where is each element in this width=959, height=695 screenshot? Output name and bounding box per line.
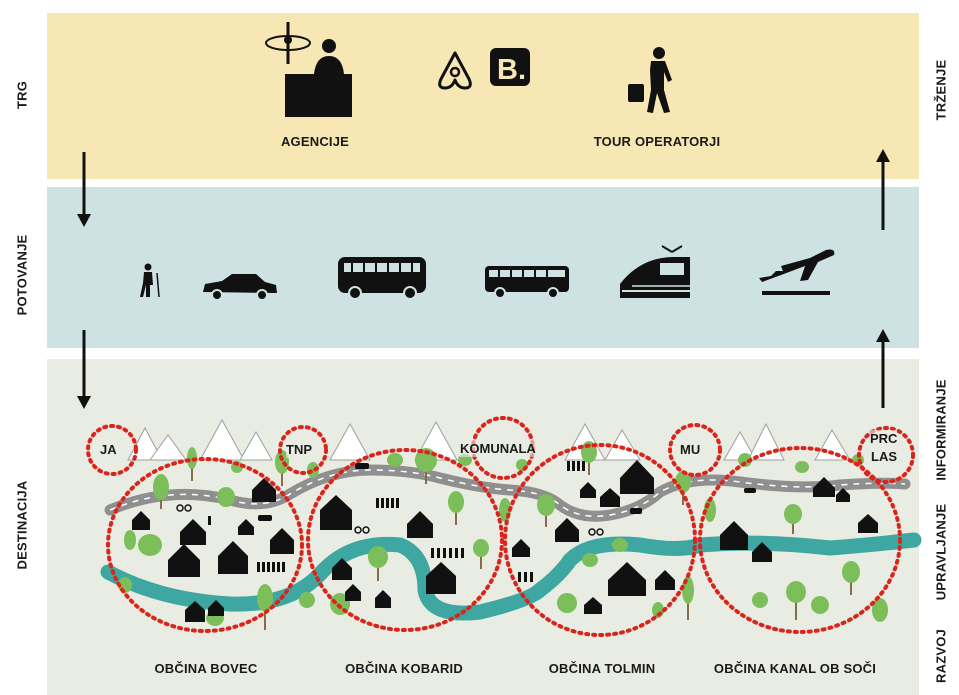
- circle-kobarid: [306, 448, 504, 632]
- people-groups: [208, 461, 585, 582]
- circle-mu: [668, 423, 722, 477]
- circle-label-komunala: KOMUNALA: [460, 440, 536, 457]
- arrow-down-1: [77, 152, 91, 227]
- circle-label-prc: PRC: [870, 430, 898, 447]
- bus-icon: [485, 266, 569, 299]
- train-icon: [620, 245, 690, 298]
- tour-operatorji-label: TOUR OPERATORJI: [593, 134, 721, 149]
- traveller-icon: [628, 47, 672, 113]
- bikes-and-cars: [176, 504, 604, 536]
- circle-ja: [86, 424, 138, 476]
- houses: [132, 460, 878, 622]
- arrow-down-2: [77, 330, 91, 409]
- svg-text:B.: B.: [497, 54, 526, 86]
- plane-icon: [759, 249, 835, 295]
- municipality-tolmin: OBČINA TOLMIN: [548, 661, 656, 676]
- municipality-bovec: OBČINA BOVEC: [154, 661, 258, 676]
- circle-label-las: LAS: [871, 448, 897, 465]
- circle-label-tnp: TNP: [286, 441, 312, 458]
- arrow-up-1: [876, 149, 890, 230]
- booking-icon: B.: [490, 48, 530, 86]
- road-cars: [258, 463, 756, 521]
- airbnb-icon: [438, 51, 472, 90]
- market-band: [47, 13, 919, 179]
- circle-bovec: [106, 457, 304, 633]
- agent-desk-icon: [285, 39, 352, 117]
- arrow-up-2: [876, 329, 890, 408]
- travel-band: [47, 187, 919, 348]
- circle-label-ja: JA: [100, 441, 117, 458]
- circle-tolmin: [503, 443, 697, 637]
- circle-tnp: [278, 425, 328, 475]
- car-icon: [203, 274, 277, 301]
- kayak-icon: [265, 22, 311, 64]
- agencije-label: AGENCIJE: [280, 134, 350, 149]
- municipality-kobarid: OBČINA KOBARID: [345, 661, 463, 676]
- circle-prc-las: [857, 426, 915, 484]
- municipality-kanal: OBČINA KANAL OB SOČI: [713, 661, 877, 676]
- van-icon: [338, 257, 426, 300]
- circle-label-mu: MU: [680, 441, 701, 458]
- circle-kanal: [698, 446, 902, 634]
- hiker-icon: [140, 263, 160, 298]
